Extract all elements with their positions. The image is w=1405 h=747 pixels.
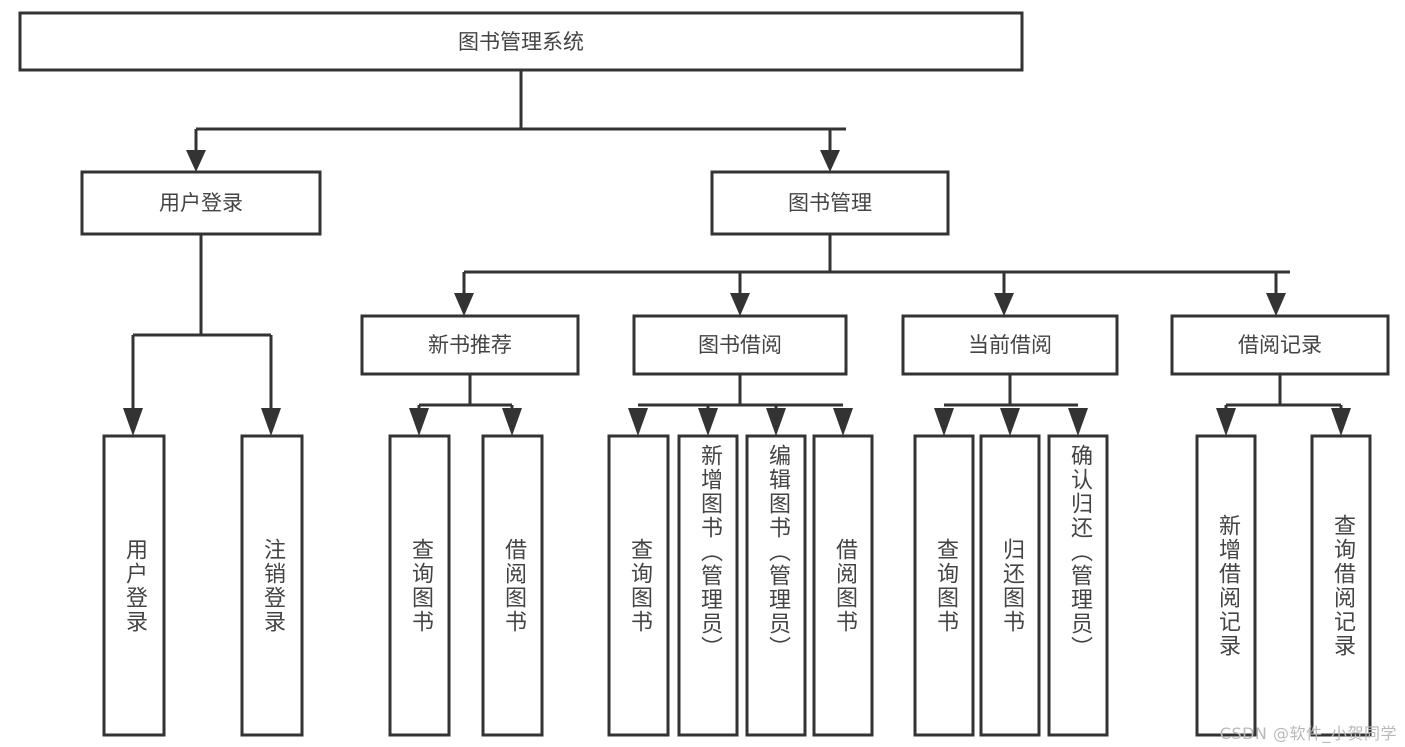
node-leaf5-box[interactable] [607,434,670,737]
node-records-box[interactable] [1170,314,1390,376]
node-leaf1-box[interactable] [102,434,166,737]
node-bookmgmt-box[interactable] [710,170,950,236]
arrow-head-leaf9 [934,408,954,436]
arrow-head-leaf2 [261,408,281,436]
node-current[interactable]: 当前借阅 [901,314,1119,376]
node-bookmgmt[interactable]: 图书管理 [710,170,950,236]
node-borrow-box[interactable] [632,314,848,376]
node-newbook-box[interactable] [360,314,580,376]
node-current-box[interactable] [901,314,1119,376]
node-login-label: 用户登录 [159,191,243,215]
leaf-nodes-layer [102,434,1372,737]
arrow-head-records [1266,293,1286,316]
node-login-box[interactable] [80,170,322,236]
arrow-head-leaf12 [1216,408,1236,436]
node-leaf11[interactable] [1047,434,1109,737]
node-leaf8-box[interactable] [812,434,874,737]
arrow-head-leaf6 [698,408,718,436]
node-leaf3[interactable] [388,434,451,737]
connector-layer [123,70,1351,436]
arrow-head-leaf8 [833,408,853,436]
node-leaf7[interactable] [745,434,807,737]
node-root[interactable]: 图书管理系统 [18,11,1024,72]
node-leaf3-box[interactable] [388,434,451,737]
arrow-head-to-login [186,150,206,172]
arrow-head-leaf11 [1068,408,1088,436]
node-leaf6[interactable] [677,434,739,737]
arrow-head-borrow [730,293,750,316]
node-records[interactable]: 借阅记录 [1170,314,1390,376]
node-leaf6-box[interactable] [677,434,739,737]
node-borrow[interactable]: 图书借阅 [632,314,848,376]
node-newbook[interactable]: 新书推荐 [360,314,580,376]
node-leaf11-box[interactable] [1047,434,1109,737]
arrow-head-leaf1 [123,408,143,436]
node-leaf10-box[interactable] [979,434,1041,737]
node-login[interactable]: 用户登录 [80,170,322,236]
node-records-label: 借阅记录 [1238,333,1322,357]
node-leaf13[interactable] [1310,434,1372,737]
node-current-label: 当前借阅 [968,333,1052,357]
node-leaf2-box[interactable] [240,434,304,737]
arrow-head-leaf7 [766,408,786,436]
arrow-head-current [994,293,1014,316]
node-leaf9-box[interactable] [913,434,975,737]
node-leaf4[interactable] [481,434,544,737]
node-newbook-label: 新书推荐 [428,333,512,357]
arrow-head-newbook [454,293,474,316]
node-bookmgmt-label: 图书管理 [788,191,872,215]
node-leaf4-box[interactable] [481,434,544,737]
node-leaf8[interactable] [812,434,874,737]
node-leaf1[interactable] [102,434,166,737]
arrow-head-leaf10 [1000,408,1020,436]
node-leaf9[interactable] [913,434,975,737]
node-leaf13-box[interactable] [1310,434,1372,737]
node-root-box[interactable] [18,11,1024,72]
node-leaf10[interactable] [979,434,1041,737]
node-leaf12[interactable] [1195,434,1257,737]
node-leaf5[interactable] [607,434,670,737]
node-root-label: 图书管理系统 [458,30,584,54]
arrow-head-leaf5 [628,408,648,436]
arrow-head-to-bookmgmt [820,150,840,172]
arrow-head-leaf13 [1331,408,1351,436]
node-leaf7-box[interactable] [745,434,807,737]
node-leaf12-box[interactable] [1195,434,1257,737]
arrow-head-leaf4 [502,408,522,436]
arrow-head-leaf3 [409,408,429,436]
node-borrow-label: 图书借阅 [698,333,782,357]
node-leaf2[interactable] [240,434,304,737]
